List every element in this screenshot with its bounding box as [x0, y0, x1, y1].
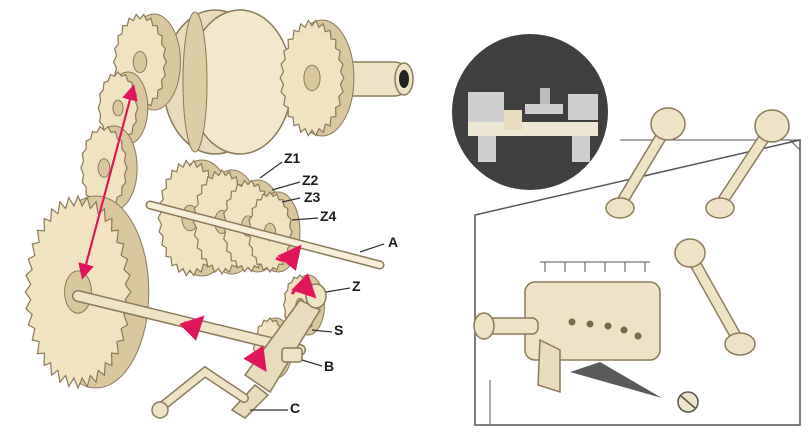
- label-z: Z: [352, 278, 361, 294]
- label-z4: Z4: [320, 208, 336, 224]
- lathe-overview-inset: [452, 34, 608, 190]
- spindle-output-gear: [280, 20, 354, 136]
- label-s: S: [334, 322, 343, 338]
- label-z1: Z1: [284, 150, 300, 166]
- knob-b: [282, 348, 302, 362]
- large-change-gear: [25, 196, 149, 388]
- label-z2: Z2: [302, 172, 318, 188]
- label-c: C: [290, 400, 300, 416]
- label-a: A: [388, 234, 398, 250]
- label-z3: Z3: [304, 189, 320, 205]
- label-b: B: [324, 358, 334, 374]
- tumbler-lever: [538, 340, 560, 392]
- selector-mechanism: [152, 284, 326, 418]
- shaft-end-z: [306, 284, 326, 308]
